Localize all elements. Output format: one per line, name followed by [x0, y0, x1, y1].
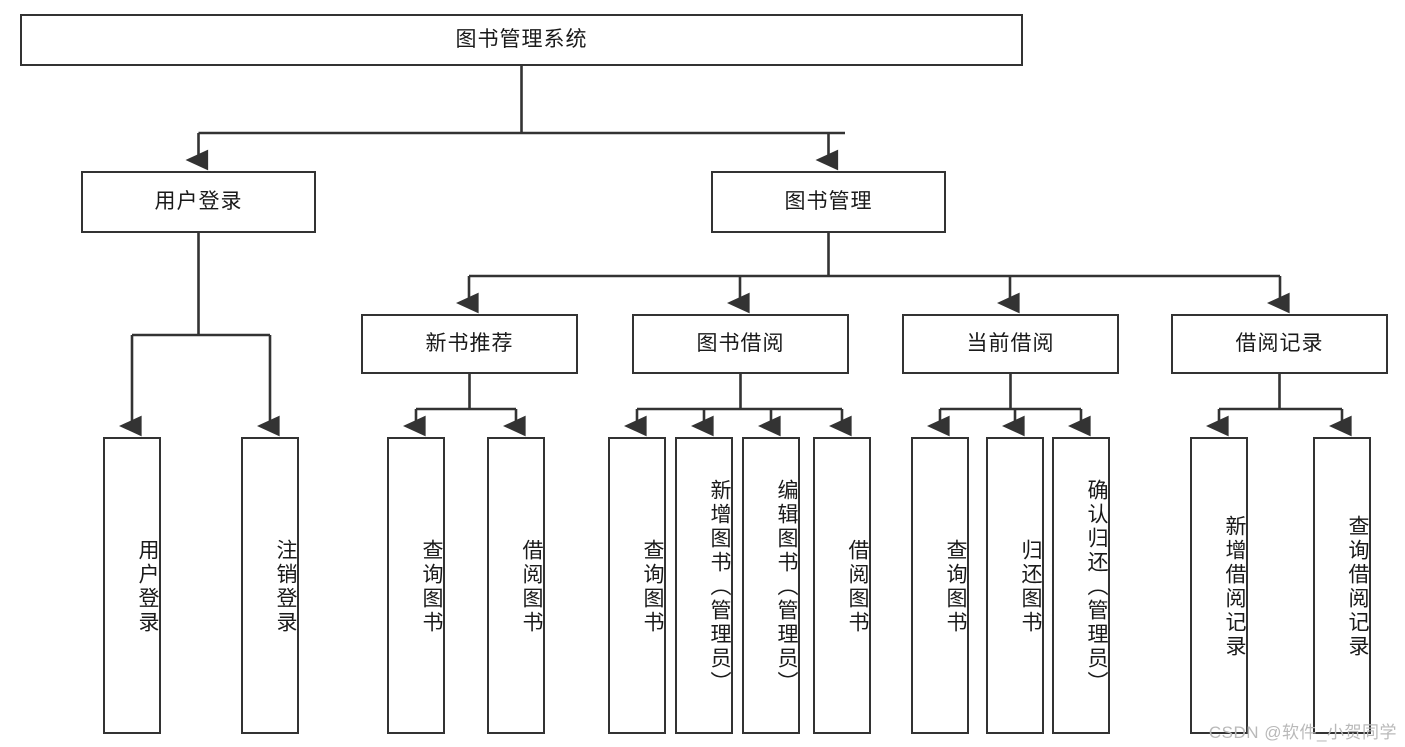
- node-leaf-query-borrow-record[interactable]: 查询借阅记录: [1313, 437, 1371, 734]
- node-leaf-user-login-label: 用户登录: [136, 538, 159, 635]
- node-user-login[interactable]: 用户登录: [81, 171, 316, 233]
- node-leaf-return-book-label: 归还图书: [1019, 538, 1042, 635]
- node-current-borrow[interactable]: 当前借阅: [902, 314, 1119, 374]
- node-leaf-query-book-recommend-label: 查询图书: [420, 538, 443, 635]
- node-root-label: 图书管理系统: [455, 27, 588, 51]
- node-leaf-query-book-borrow-label: 查询图书: [641, 538, 664, 635]
- node-book-borrow[interactable]: 图书借阅: [632, 314, 849, 374]
- node-leaf-return-book[interactable]: 归还图书: [986, 437, 1044, 734]
- node-book-management[interactable]: 图书管理: [711, 171, 946, 233]
- node-user-login-label: 用户登录: [154, 189, 243, 213]
- node-leaf-borrow-book-label: 借阅图书: [846, 538, 869, 635]
- node-leaf-query-book-current[interactable]: 查询图书: [911, 437, 969, 734]
- node-leaf-query-book-borrow[interactable]: 查询图书: [608, 437, 666, 734]
- node-leaf-confirm-return-admin-label: 确认归还（管理员）: [1085, 478, 1108, 695]
- node-leaf-query-book-recommend[interactable]: 查询图书: [387, 437, 445, 734]
- node-leaf-query-borrow-record-label: 查询借阅记录: [1346, 514, 1369, 659]
- node-new-book-recommend[interactable]: 新书推荐: [361, 314, 578, 374]
- node-leaf-borrow-book-recommend[interactable]: 借阅图书: [487, 437, 545, 734]
- node-leaf-borrow-book[interactable]: 借阅图书: [813, 437, 871, 734]
- node-leaf-add-book-admin[interactable]: 新增图书（管理员）: [675, 437, 733, 734]
- node-leaf-user-logout[interactable]: 注销登录: [241, 437, 299, 734]
- node-borrow-records-label: 借阅记录: [1235, 331, 1324, 355]
- node-current-borrow-label: 当前借阅: [966, 331, 1055, 355]
- node-book-borrow-label: 图书借阅: [696, 331, 785, 355]
- node-root[interactable]: 图书管理系统: [20, 14, 1023, 66]
- node-book-management-label: 图书管理: [784, 189, 873, 213]
- node-leaf-query-book-current-label: 查询图书: [944, 538, 967, 635]
- node-leaf-borrow-book-recommend-label: 借阅图书: [520, 538, 543, 635]
- node-new-book-recommend-label: 新书推荐: [425, 331, 514, 355]
- node-leaf-user-logout-label: 注销登录: [274, 538, 297, 635]
- node-borrow-records[interactable]: 借阅记录: [1171, 314, 1388, 374]
- node-leaf-add-borrow-record[interactable]: 新增借阅记录: [1190, 437, 1248, 734]
- node-leaf-edit-book-admin[interactable]: 编辑图书（管理员）: [742, 437, 800, 734]
- node-leaf-edit-book-admin-label: 编辑图书（管理员）: [775, 478, 798, 695]
- node-leaf-add-borrow-record-label: 新增借阅记录: [1223, 514, 1246, 659]
- csdn-watermark: CSDN @软件_小贺同学: [1208, 723, 1397, 742]
- node-leaf-user-login[interactable]: 用户登录: [103, 437, 161, 734]
- node-leaf-add-book-admin-label: 新增图书（管理员）: [708, 478, 731, 695]
- node-leaf-confirm-return-admin[interactable]: 确认归还（管理员）: [1052, 437, 1110, 734]
